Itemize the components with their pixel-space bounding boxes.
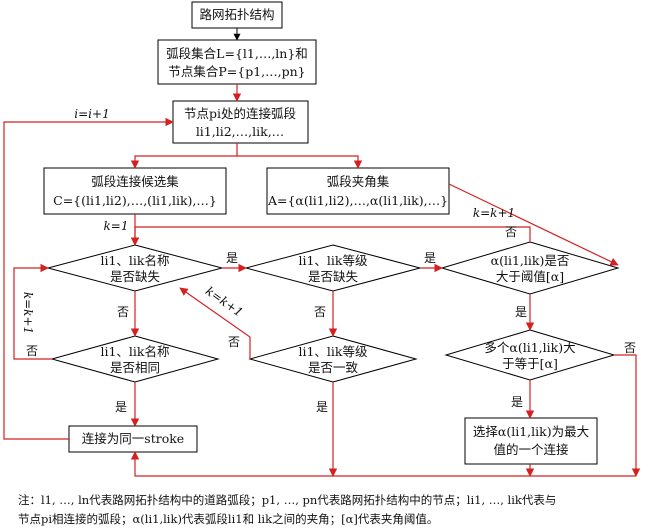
edge-angle-set-to-threshold bbox=[448, 183, 619, 266]
label-name-same-line2: 是否相同 bbox=[110, 360, 160, 375]
label-angle-set-line1: 弧段夹角集 bbox=[327, 174, 390, 189]
label-node-arcs-line2: li1,li2,…,lik,… bbox=[196, 124, 284, 139]
edge-node-arcs-to-candidate bbox=[130, 143, 238, 169]
label-connect-stroke: 连接为同一stroke bbox=[82, 431, 184, 446]
edge-label-k-increment-right: k=k+1 bbox=[473, 206, 515, 220]
label-grade-same-line1: li1、lik等级 bbox=[298, 344, 368, 359]
label-sets-line1: 弧段集合L={l1,…,ln}和 bbox=[166, 46, 308, 61]
edge-node-arcs-to-angle bbox=[237, 155, 363, 169]
footnote: 注：l1, …, ln代表路网拓扑结构中的道路弧段；p1, …, pn代表路网拓… bbox=[18, 491, 638, 529]
label-candidate-line2: C={(li1,li2),…,(li1,lik),…} bbox=[53, 193, 217, 208]
node-angle-set bbox=[266, 167, 450, 215]
label-sets-line2: 节点集合P={p1,…,pn} bbox=[168, 64, 305, 79]
footnote-line2: 节点pi相连接的弧段；α(li1,lik)代表弧段li1和 lik之间的夹角；[… bbox=[18, 512, 439, 526]
label-angle-set-line2: A={α(li1,li2),…,α(li1,lik),…} bbox=[267, 193, 448, 208]
label-name-missing-line2: 是否缺失 bbox=[110, 269, 161, 284]
node-grade-missing bbox=[244, 244, 422, 292]
edge-loop-next-node bbox=[3, 117, 174, 440]
edge-label-no-threshold: 否 bbox=[505, 225, 517, 239]
edge-label-yes-grade-same: 是 bbox=[316, 400, 328, 414]
edge-label-yes-threshold: 是 bbox=[515, 305, 527, 319]
footnote-line1: 注：l1, …, ln代表路网拓扑结构中的道路弧段；p1, …, pn代表路网拓… bbox=[18, 493, 557, 507]
edge-label-yes-name-missing: 是 bbox=[226, 251, 238, 265]
node-multi-angle bbox=[444, 329, 616, 381]
label-multi-angle-line1: 多个α(li1,lik)大 bbox=[484, 340, 575, 355]
edge-label-yes-grade-missing: 是 bbox=[424, 251, 436, 265]
edge-label-k-increment-left: k=k+1 bbox=[21, 292, 35, 334]
label-name-missing-line1: li1、lik名称 bbox=[100, 253, 169, 268]
label-threshold-line2: 大于阈值[α] bbox=[496, 269, 564, 284]
edge-label-no-multi-angle: 否 bbox=[624, 341, 636, 355]
edge-threshold-no bbox=[130, 226, 531, 246]
edge-name-same-no bbox=[13, 263, 52, 360]
label-grade-missing-line2: 是否缺失 bbox=[308, 269, 359, 284]
label-threshold-line1: α(li1,lik)是否 bbox=[491, 253, 570, 268]
label-select-max-line1: 选择α(li1,lik)为最大 bbox=[473, 424, 589, 439]
node-name-same bbox=[50, 335, 220, 383]
node-network bbox=[191, 1, 283, 29]
edge-multi-angle-no bbox=[614, 354, 641, 477]
edge-label-yes-name-same: 是 bbox=[115, 400, 127, 414]
edge-label-k-increment-mid: k=k+1 bbox=[203, 284, 246, 320]
edge-label-no-name-missing: 否 bbox=[117, 305, 129, 319]
label-grade-same-line2: 是否一致 bbox=[308, 360, 359, 375]
label-candidate-line1: 弧段连接候选集 bbox=[91, 174, 179, 189]
label-node-arcs-line1: 节点pi处的连接弧段 bbox=[184, 106, 296, 121]
edge-label-i-increment: i=i+1 bbox=[74, 107, 109, 121]
node-angle-threshold bbox=[440, 241, 620, 295]
label-select-max-line2: 值的一个连接 bbox=[493, 442, 569, 457]
edge-label-k-init: k=1 bbox=[104, 219, 129, 233]
node-name-missing bbox=[46, 244, 224, 292]
edge-label-no-name-same: 否 bbox=[26, 344, 38, 358]
edge-merge-to-connect bbox=[130, 451, 636, 477]
edge-grade-same-no bbox=[179, 287, 251, 359]
label-grade-missing-line1: li1、lik等级 bbox=[298, 253, 368, 268]
edge-label-no-grade-missing: 否 bbox=[314, 305, 326, 319]
node-select-max bbox=[464, 417, 598, 465]
label-network: 路网拓扑结构 bbox=[199, 7, 274, 22]
edge-label-yes-multi-angle: 是 bbox=[511, 395, 523, 409]
node-grade-same bbox=[248, 335, 418, 383]
label-multi-angle-line2: 于等于[α] bbox=[502, 356, 558, 371]
label-name-same-line1: li1、lik名称 bbox=[100, 344, 169, 359]
edge-label-no-grade-same: 否 bbox=[228, 335, 240, 349]
node-sets bbox=[157, 39, 317, 85]
node-candidate-set bbox=[43, 167, 227, 215]
